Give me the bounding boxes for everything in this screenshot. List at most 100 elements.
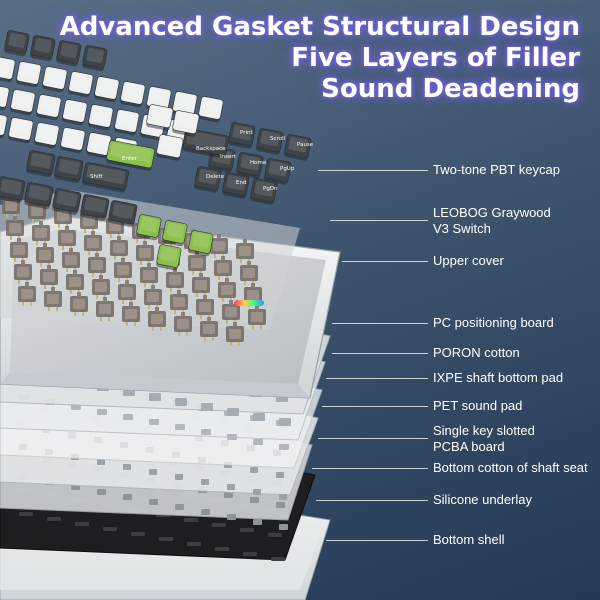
leader-line	[326, 540, 428, 541]
cutout	[271, 557, 285, 561]
switch	[136, 241, 154, 265]
cutout	[123, 464, 131, 470]
switch	[148, 307, 166, 331]
headline-line-2: Five Layers of Filler	[291, 43, 580, 73]
switch	[58, 226, 76, 250]
switch	[174, 312, 192, 336]
callout-upper-cover: Upper cover	[433, 253, 504, 268]
cutout	[184, 518, 198, 522]
keycap	[114, 109, 140, 136]
switch	[28, 199, 46, 223]
keycap	[42, 66, 68, 93]
keycap	[34, 122, 60, 149]
cutout	[215, 547, 229, 551]
keycap	[198, 96, 224, 123]
keycap	[236, 152, 264, 179]
keycap	[108, 200, 138, 228]
cutout	[103, 527, 117, 531]
switch	[88, 253, 106, 277]
cutout	[175, 398, 187, 406]
keycap	[222, 172, 250, 199]
keycap	[88, 104, 114, 131]
cutout	[201, 429, 211, 435]
keycap-legend-pause: Pause	[297, 142, 314, 148]
callout-switch-line-2: V3 Switch	[433, 221, 491, 236]
keycap	[120, 81, 146, 108]
leader-line	[326, 378, 428, 379]
keycap-legend-pgup: PgUp	[280, 166, 295, 172]
keycap	[0, 112, 8, 139]
callout-pcba-line-1: Single key slotted	[433, 423, 535, 438]
cutout	[123, 494, 132, 500]
switch	[36, 243, 54, 267]
leader-line	[332, 323, 428, 324]
headline-line-1: Advanced Gasket Structural Design	[59, 12, 580, 42]
leader-line	[332, 353, 428, 354]
switch	[210, 234, 228, 258]
callout-silicone-underlay: Silicone underlay	[433, 492, 533, 507]
keycap-legend-insert: Insert	[220, 154, 237, 160]
cutout	[279, 444, 289, 450]
keycap-legends: Backspace Enter Shift Print Scroll Pause…	[90, 130, 314, 192]
cutout	[250, 467, 258, 473]
keycap	[62, 99, 88, 126]
cutout	[149, 393, 161, 401]
keycap	[10, 89, 36, 116]
cutout	[149, 469, 157, 475]
switch	[214, 256, 232, 280]
cutout	[201, 403, 213, 411]
keycap-legend-delete: Delete	[206, 174, 225, 180]
switch	[240, 261, 258, 285]
cutout	[250, 497, 259, 503]
switch	[140, 263, 158, 287]
callout-keycap: Two-tone PBT keycap	[433, 162, 560, 177]
cutout	[279, 524, 288, 530]
keycap	[82, 45, 108, 72]
keycap-backspace	[182, 128, 229, 159]
keycap	[172, 91, 198, 118]
keycap-legend-enter: Enter	[122, 156, 138, 162]
keycap-legend-backspace: Backspace	[196, 146, 226, 152]
cutout	[227, 434, 237, 440]
keycap	[16, 61, 42, 88]
cutout	[224, 492, 233, 498]
cutout	[243, 552, 257, 556]
cutout	[201, 509, 210, 515]
switch	[248, 305, 266, 329]
cutout	[201, 479, 209, 485]
keycap	[0, 84, 10, 111]
cutout	[131, 532, 145, 536]
keycap	[250, 178, 278, 205]
cutout	[149, 419, 159, 425]
keycap-legend-home: Home	[250, 160, 267, 166]
keycap	[60, 127, 86, 154]
keycap	[284, 134, 312, 161]
leader-line	[330, 220, 428, 221]
keycap	[4, 30, 30, 57]
leader-line	[318, 438, 428, 439]
cutout	[227, 408, 239, 416]
cutout	[75, 522, 89, 526]
switch	[200, 317, 218, 341]
cutout	[240, 528, 254, 532]
switch	[218, 278, 236, 302]
keycap	[24, 182, 54, 210]
headline-line-3: Sound Deadening	[321, 74, 580, 104]
cutout	[253, 413, 265, 421]
keycap	[162, 220, 188, 247]
keycap	[188, 230, 214, 257]
callout-pc-board: PC positioning board	[433, 315, 554, 330]
cutout	[253, 489, 261, 495]
keycap	[156, 134, 184, 161]
cutout	[97, 489, 106, 495]
keycap	[136, 214, 162, 241]
keycap-legend-print: Print	[240, 130, 253, 136]
switch	[226, 322, 244, 346]
switch	[14, 260, 32, 284]
keycap	[86, 132, 112, 159]
switch	[6, 216, 24, 240]
leader-line	[312, 468, 428, 469]
callout-pet-pad: PET sound pad	[433, 398, 523, 413]
keycap	[26, 150, 56, 178]
cutout	[47, 517, 61, 521]
